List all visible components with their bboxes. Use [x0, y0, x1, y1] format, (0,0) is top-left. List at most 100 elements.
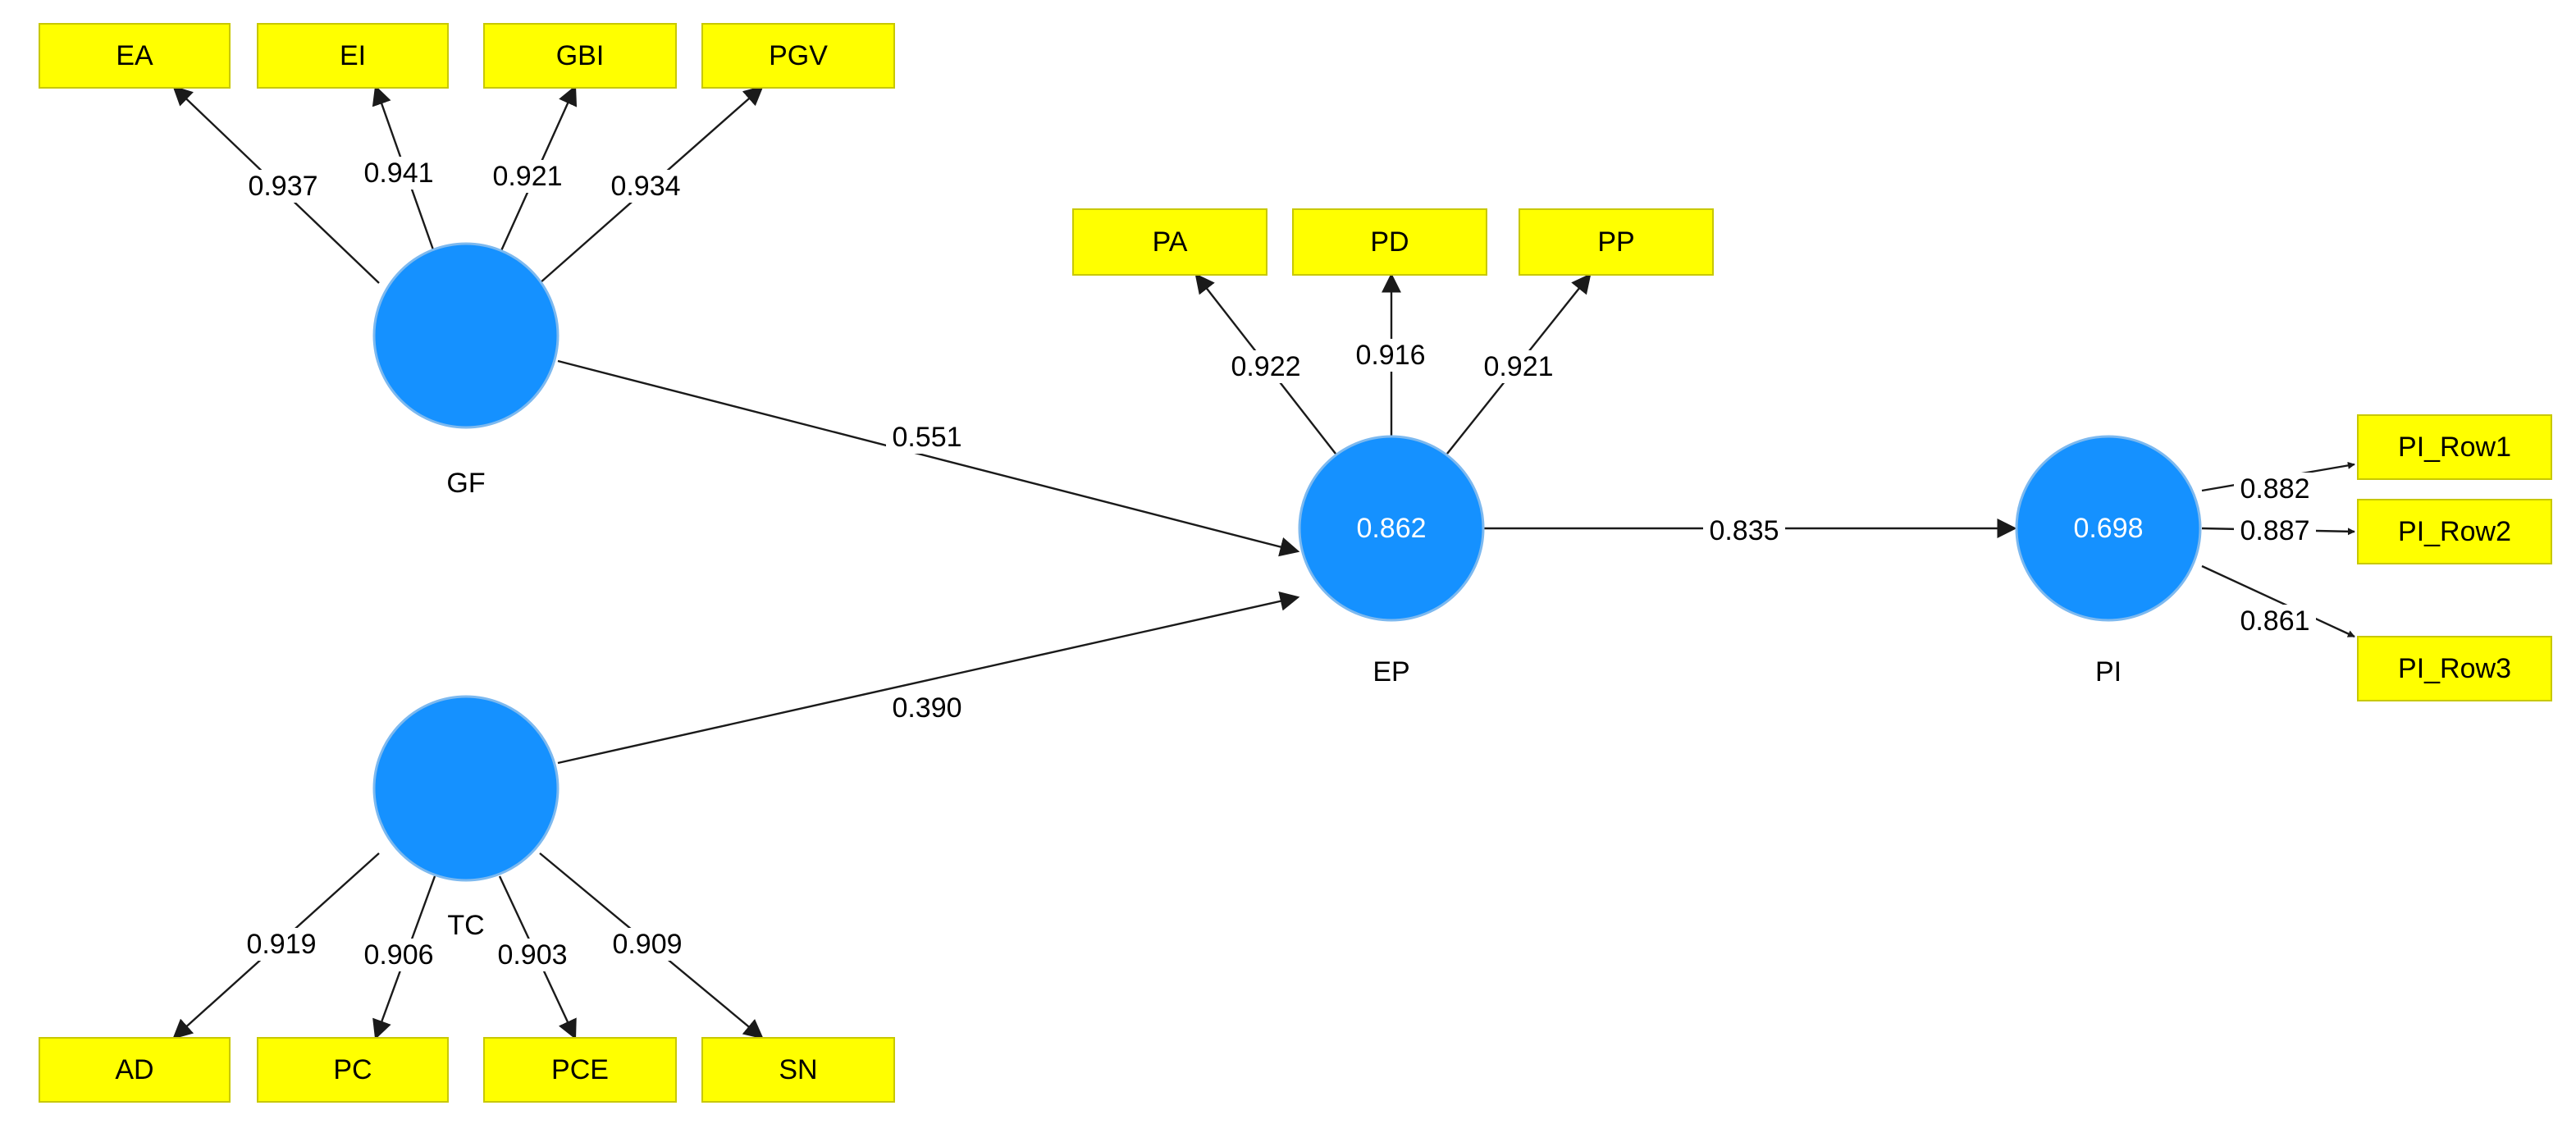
loading-label-pi_row1-text: 0.882	[2240, 473, 2309, 505]
loading-label-pi_row1: 0.882	[2234, 473, 2316, 505]
indicator-pi-row1[interactable]: PI_Row1	[2357, 414, 2552, 480]
loading-label-pce-bg	[491, 939, 573, 971]
loading-label-ei-bg	[358, 157, 440, 190]
indicator-gbi[interactable]: GBI	[483, 23, 677, 89]
indicator-label: GBI	[556, 40, 605, 71]
loading-label-pc: 0.906	[358, 939, 440, 971]
path-coef-tc-ep-bg	[886, 692, 968, 724]
loading-label-pd: 0.916	[1350, 339, 1432, 372]
path-coef-gf-ep-text: 0.551	[892, 422, 961, 453]
indicator-pgv[interactable]: PGV	[701, 23, 895, 89]
loading-label-pgv: 0.934	[605, 170, 687, 203]
construct-label: PI	[2095, 656, 2122, 688]
indicator-label: PI_Row1	[2398, 432, 2511, 463]
indicator-sn[interactable]: SN	[701, 1037, 895, 1103]
indicator-box[interactable]	[1292, 208, 1487, 276]
indicator-box[interactable]	[257, 1037, 449, 1103]
indicator-box[interactable]	[2357, 636, 2552, 701]
loading-label-gbi-text: 0.921	[492, 161, 562, 192]
indicator-pp[interactable]: PP	[1519, 208, 1714, 276]
loading-label-pc-text: 0.906	[363, 939, 433, 971]
construct-gf[interactable]: GF	[372, 242, 560, 499]
loading-label-pi_row3-bg	[2234, 605, 2316, 637]
construct-label: EP	[1372, 656, 1409, 688]
indicator-box[interactable]	[701, 1037, 895, 1103]
construct-tc[interactable]: TC	[372, 695, 560, 941]
indicator-box[interactable]	[39, 23, 231, 89]
indicator-pa[interactable]: PA	[1072, 208, 1267, 276]
loading-label-pa-bg	[1225, 350, 1307, 383]
loading-label-pa: 0.922	[1225, 350, 1307, 383]
loading-label-pa-text: 0.922	[1231, 351, 1300, 382]
construct-circle[interactable]	[372, 695, 560, 882]
loading-label-pp-bg	[1478, 350, 1560, 383]
r-squared-value: 0.862	[1356, 513, 1426, 544]
indicator-label: AD	[115, 1054, 153, 1085]
loading-label-ea-text: 0.937	[248, 171, 317, 202]
indicator-label: PA	[1153, 226, 1188, 258]
indicator-box[interactable]	[39, 1037, 231, 1103]
loading-label-pd-text: 0.916	[1355, 340, 1425, 371]
loading-label-pp: 0.921	[1478, 350, 1560, 383]
loading-label-pi_row1-bg	[2234, 473, 2316, 505]
indicator-label: SN	[779, 1054, 817, 1085]
loading-label-ea: 0.937	[242, 170, 324, 203]
loading-label-pp-text: 0.921	[1483, 351, 1553, 382]
indicator-box[interactable]	[257, 23, 449, 89]
indicator-box[interactable]	[1072, 208, 1267, 276]
loading-label-pc-bg	[358, 939, 440, 971]
indicator-box[interactable]	[2357, 499, 2552, 564]
construct-circle[interactable]	[2015, 435, 2202, 622]
indicator-box[interactable]	[701, 23, 895, 89]
loading-label-sn: 0.909	[606, 928, 688, 961]
construct-circle[interactable]	[372, 242, 560, 429]
indicator-label: PGV	[769, 40, 828, 71]
indicator-pc[interactable]: PC	[257, 1037, 449, 1103]
construct-label: GF	[446, 468, 485, 499]
indicator-box[interactable]	[483, 23, 677, 89]
indicator-label: EI	[340, 40, 366, 71]
indicator-label: PCE	[551, 1054, 609, 1085]
construct-circle[interactable]	[1298, 435, 1485, 622]
indicator-ea[interactable]: EA	[39, 23, 231, 89]
loading-label-ei-text: 0.941	[363, 158, 433, 189]
indicator-ad[interactable]: AD	[39, 1037, 231, 1103]
construct-label: TC	[447, 910, 484, 941]
indicator-label: EA	[116, 40, 153, 71]
indicator-pce[interactable]: PCE	[483, 1037, 677, 1103]
loading-label-pi_row2: 0.887	[2234, 514, 2316, 547]
loading-label-pd-bg	[1350, 339, 1432, 372]
indicator-box[interactable]	[2357, 414, 2552, 480]
indicator-pd[interactable]: PD	[1292, 208, 1487, 276]
indicator-pi-row2[interactable]: PI_Row2	[2357, 499, 2552, 564]
path-coef-gf-ep-bg	[886, 421, 968, 454]
loading-label-ea-bg	[242, 170, 324, 203]
path-arrow-tc-ep	[557, 592, 1300, 765]
loading-label-ad-bg	[240, 928, 322, 961]
loading-label-ei: 0.941	[358, 157, 440, 190]
indicator-label: PP	[1597, 226, 1634, 258]
path-arrow-gf-ep	[557, 359, 1300, 557]
loading-label-gbi-bg	[486, 160, 569, 193]
loading-label-ad-text: 0.919	[246, 929, 316, 960]
loading-label-ad: 0.919	[240, 928, 322, 961]
loading-label-pgv-bg	[605, 170, 687, 203]
loading-label-pce: 0.903	[491, 939, 573, 971]
indicator-label: PI_Row3	[2398, 653, 2511, 684]
indicator-box[interactable]	[483, 1037, 677, 1103]
coefficients-layer: 0.937 0.941 0.921 0.934 0.922 0.916 0.921 0.882…	[240, 157, 2316, 971]
loading-label-pi_row3: 0.861	[2234, 605, 2316, 637]
loading-label-pce-text: 0.903	[497, 939, 567, 971]
loading-label-sn-text: 0.909	[612, 929, 682, 960]
path-coef-ep-pi-text: 0.835	[1709, 515, 1779, 546]
r-squared-value: 0.698	[2073, 513, 2143, 544]
loading-label-sn-bg	[606, 928, 688, 961]
indicator-box[interactable]	[1519, 208, 1714, 276]
indicator-pi-row3[interactable]: PI_Row3	[2357, 636, 2552, 701]
loading-label-pgv-text: 0.934	[610, 171, 680, 202]
indicator-ei[interactable]: EI	[257, 23, 449, 89]
